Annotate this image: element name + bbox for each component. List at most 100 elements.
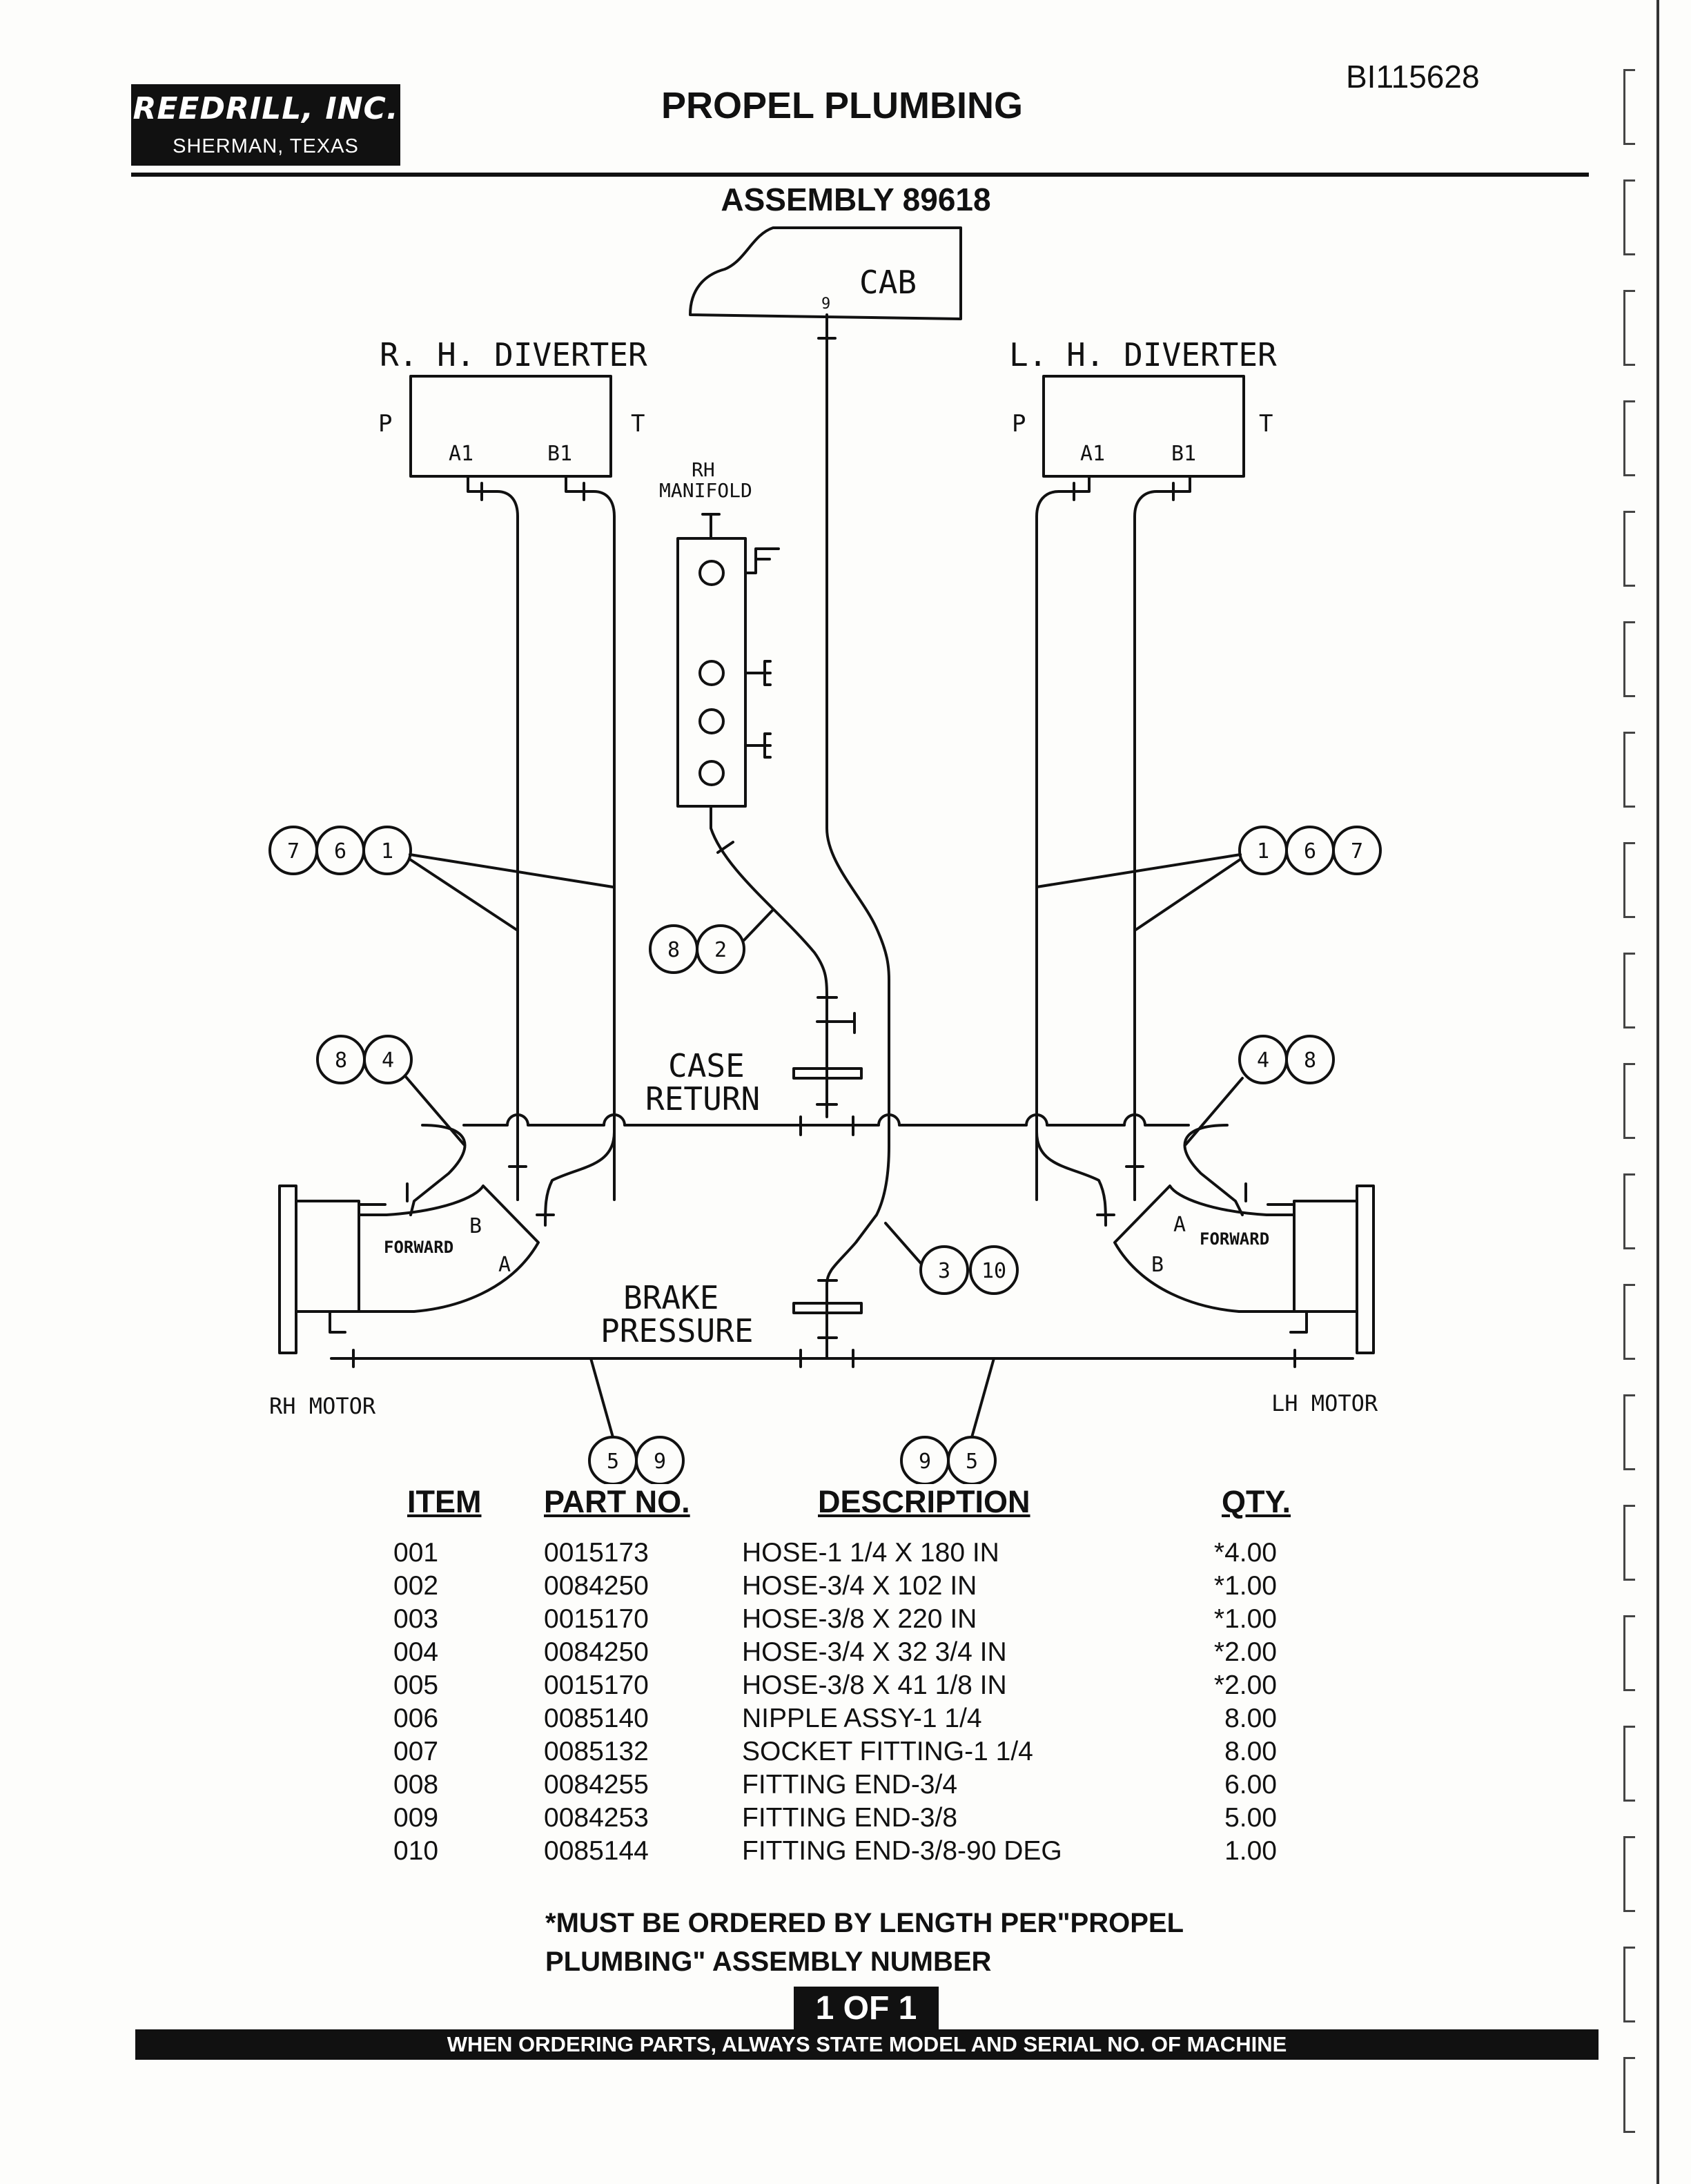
binder-bracket xyxy=(1623,179,1635,255)
balloon-6-rh-label: 6 xyxy=(334,839,346,864)
balloon-8-rh-label: 8 xyxy=(335,1049,347,1073)
balloon-4-rh xyxy=(363,1035,413,1084)
balloon-3-label: 3 xyxy=(938,1259,950,1283)
lh-motor-port-a: A xyxy=(1173,1213,1186,1237)
item-number: 004 xyxy=(393,1637,439,1667)
header-item: ITEM xyxy=(407,1484,482,1519)
table-row: 007 0085132 SOCKET FITTING-1 1/4 8.00 xyxy=(387,1737,1339,1770)
item-number: 008 xyxy=(393,1770,439,1800)
cab-outline xyxy=(689,226,962,320)
balloon-8-manifold-label: 8 xyxy=(667,938,680,962)
binder-edge xyxy=(1656,0,1659,2184)
ordering-note: *MUST BE ORDERED BY LENGTH PER"PROPEL PL… xyxy=(545,1904,1235,1981)
item-number: 002 xyxy=(393,1571,439,1601)
lh-forward-label: FORWARD xyxy=(1200,1229,1269,1249)
quantity: 1.00 xyxy=(1224,1836,1277,1866)
lh-port-b1: B1 xyxy=(1171,442,1196,466)
part-number: 0084250 xyxy=(544,1571,649,1601)
description: HOSE-3/4 X 102 IN xyxy=(742,1571,977,1601)
balloon-10 xyxy=(969,1245,1019,1295)
binder-bracket xyxy=(1623,2057,1635,2133)
lh-port-p: P xyxy=(1012,410,1026,438)
table-row: 005 0015170 HOSE-3/8 X 41 1/8 IN *2.00 xyxy=(387,1670,1339,1704)
balloon-9-left-label: 9 xyxy=(654,1450,666,1474)
binder-bracket xyxy=(1623,290,1635,366)
item-number: 003 xyxy=(393,1604,439,1634)
company-logo: REEDRILL, INC. SHERMAN, TEXAS xyxy=(131,84,400,166)
lh-port-a1: A1 xyxy=(1080,442,1105,466)
description: SOCKET FITTING-1 1/4 xyxy=(742,1737,1033,1766)
lh-motor-body xyxy=(1113,1184,1358,1313)
balloon-2-manifold-label: 2 xyxy=(714,938,727,962)
cab-port-label: 9 xyxy=(821,295,830,313)
balloon-8-lh xyxy=(1285,1035,1335,1084)
header-description: DESCRIPTION xyxy=(818,1484,1030,1519)
description: HOSE-1 1/4 X 180 IN xyxy=(742,1538,999,1568)
description: FITTING END-3/4 xyxy=(742,1770,958,1800)
rh-port-p: P xyxy=(378,410,392,438)
balloon-9-left xyxy=(635,1436,685,1484)
table-row: 001 0015173 HOSE-1 1/4 X 180 IN *4.00 xyxy=(387,1538,1339,1571)
part-number: 0084250 xyxy=(544,1637,649,1667)
rh-manifold-block xyxy=(676,537,747,808)
rh-diverter-label: R. H. DIVERTER xyxy=(380,336,647,373)
lh-motor-label: LH MOTOR xyxy=(1271,1390,1378,1416)
quantity: 8.00 xyxy=(1224,1737,1277,1766)
part-number: 0015170 xyxy=(544,1670,649,1700)
quantity: *2.00 xyxy=(1213,1637,1277,1667)
binder-bracket xyxy=(1623,400,1635,476)
binder-bracket xyxy=(1623,1394,1635,1470)
header-rule xyxy=(131,173,1589,177)
part-number: 0084253 xyxy=(544,1803,649,1833)
table-row: 006 0085140 NIPPLE ASSY-1 1/4 8.00 xyxy=(387,1704,1339,1737)
ordering-note-line-1: *MUST BE ORDERED BY LENGTH PER"PROPEL xyxy=(545,1908,1184,1938)
item-number: 007 xyxy=(393,1737,439,1766)
binder-bracket xyxy=(1623,1836,1635,1912)
rh-port-a1: A1 xyxy=(449,442,473,466)
rh-port-t: T xyxy=(631,410,645,438)
page-title: PROPEL PLUMBING xyxy=(661,85,1024,126)
table-row: 002 0084250 HOSE-3/4 X 102 IN *1.00 xyxy=(387,1571,1339,1604)
binder-bracket xyxy=(1623,1615,1635,1691)
assembly-number: ASSEMBLY 89618 xyxy=(721,182,991,217)
header-part-no: PART NO. xyxy=(544,1484,690,1519)
table-row: 009 0084253 FITTING END-3/8 5.00 xyxy=(387,1803,1339,1836)
description: HOSE-3/4 X 32 3/4 IN xyxy=(742,1637,1007,1667)
page-indicator: 1 OF 1 xyxy=(794,1987,939,2031)
lh-motor-port-b: B xyxy=(1151,1253,1164,1277)
binder-bracket xyxy=(1623,1947,1635,2022)
company-name: REEDRILL, INC. xyxy=(133,91,399,126)
rh-motor-port-a: A xyxy=(498,1253,511,1277)
lh-diverter-box xyxy=(1042,375,1245,478)
rh-port-b1: B1 xyxy=(547,442,572,466)
plumbing-diagram: CAB 9 R. H. DIVERTER L. H. DIVERTER P T … xyxy=(268,226,1382,1484)
balloon-4-rh-label: 4 xyxy=(382,1049,394,1073)
binder-bracket xyxy=(1623,1505,1635,1581)
case-return-label-2: RETURN xyxy=(645,1080,760,1118)
table-row: 003 0015170 HOSE-3/8 X 220 IN *1.00 xyxy=(387,1604,1339,1637)
cab-label: CAB xyxy=(859,264,917,301)
rh-motor-body xyxy=(295,1184,540,1313)
lh-port-t: T xyxy=(1259,410,1273,438)
quantity: *2.00 xyxy=(1213,1670,1277,1700)
quantity: 8.00 xyxy=(1224,1704,1277,1733)
balloon-7-rh-label: 7 xyxy=(287,839,300,864)
description: FITTING END-3/8-90 DEG xyxy=(742,1836,1062,1866)
item-number: 009 xyxy=(393,1803,439,1833)
table-row: 010 0085144 FITTING END-3/8-90 DEG 1.00 xyxy=(387,1836,1339,1869)
table-row: 008 0084255 FITTING END-3/4 6.00 xyxy=(387,1770,1339,1803)
footer-banner: WHEN ORDERING PARTS, ALWAYS STATE MODEL … xyxy=(135,2029,1599,2060)
balloon-2-manifold xyxy=(696,924,745,974)
table-row: 004 0084250 HOSE-3/4 X 32 3/4 IN *2.00 xyxy=(387,1637,1339,1670)
part-number: 0084255 xyxy=(544,1770,649,1800)
rh-motor-label: RH MOTOR xyxy=(269,1393,376,1419)
binder-bracket xyxy=(1623,1284,1635,1360)
item-number: 006 xyxy=(393,1704,439,1733)
ordering-note-line-2: PLUMBING" ASSEMBLY NUMBER xyxy=(545,1947,992,1977)
part-number: 0015170 xyxy=(544,1604,649,1634)
balloon-5-left-label: 5 xyxy=(607,1450,619,1474)
quantity: 6.00 xyxy=(1224,1770,1277,1800)
balloon-10-label: 10 xyxy=(981,1259,1006,1283)
rh-motor-port-b: B xyxy=(469,1214,482,1238)
balloon-1-rh xyxy=(362,826,412,875)
